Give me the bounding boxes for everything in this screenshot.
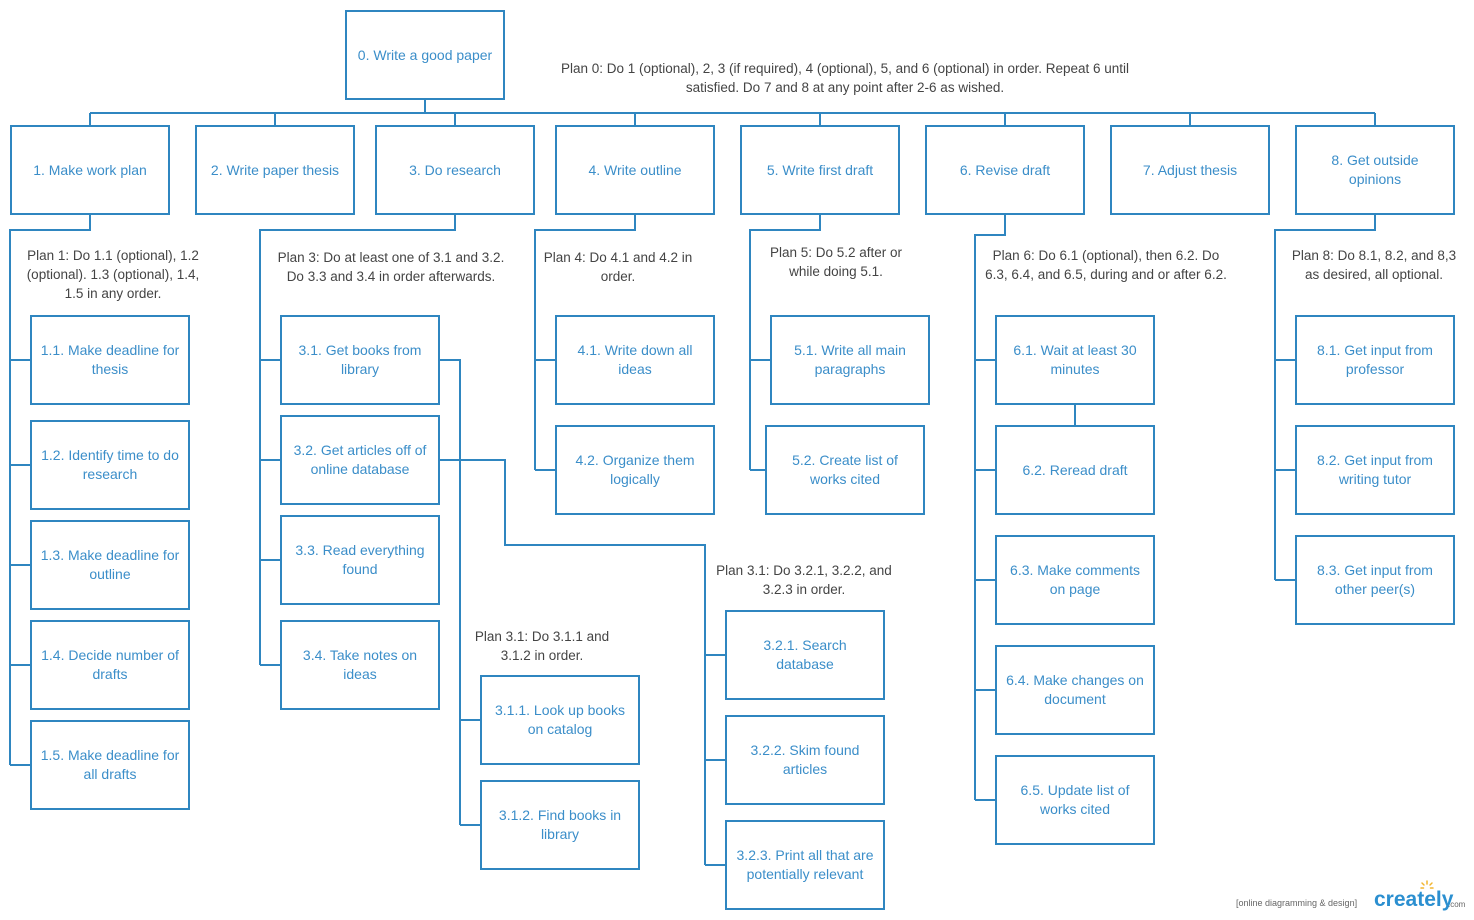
task-node-n3-1[interactable]: 3.1. Get books from library xyxy=(280,315,440,405)
task-node-n3-2[interactable]: 3.2. Get articles off of online database xyxy=(280,415,440,505)
task-node-n3-2-3[interactable]: 3.2.3. Print all that are potentially re… xyxy=(725,820,885,910)
task-node-n8-2[interactable]: 8.2. Get input from writing tutor xyxy=(1295,425,1455,515)
task-node-n8-3[interactable]: 8.3. Get input from other peer(s) xyxy=(1295,535,1455,625)
watermark-tagline: [online diagramming & design] xyxy=(1236,898,1358,908)
task-node-n3-2-1[interactable]: 3.2.1. Search database xyxy=(725,610,885,700)
plan-text-p3-1: Plan 3.1: Do 3.1.1 and 3.1.2 in order. xyxy=(474,629,610,663)
task-node-n1-5[interactable]: 1.5. Make deadline for all drafts xyxy=(30,720,190,810)
task-node-n1-1[interactable]: 1.1. Make deadline for thesis xyxy=(30,315,190,405)
plan-text-p4: Plan 4: Do 4.1 and 4.2 in order. xyxy=(543,250,693,284)
plan-text-p1: Plan 1: Do 1.1 (optional), 1.2 (optional… xyxy=(26,248,200,301)
task-node-n1-3[interactable]: 1.3. Make deadline for outline xyxy=(30,520,190,610)
task-node-n6-3[interactable]: 6.3. Make comments on page xyxy=(995,535,1155,625)
plan-text-p3: Plan 3: Do at least one of 3.1 and 3.2. … xyxy=(277,250,505,284)
task-node-n3-4[interactable]: 3.4. Take notes on ideas xyxy=(280,620,440,710)
task-node-n6[interactable]: 6. Revise draft xyxy=(925,125,1085,215)
task-node-n6-5[interactable]: 6.5. Update list of works cited xyxy=(995,755,1155,845)
creately-watermark: [online diagramming & design] creately .… xyxy=(1236,880,1468,916)
watermark-domain: .com xyxy=(1448,900,1466,909)
task-node-n5-2[interactable]: 5.2. Create list of works cited xyxy=(765,425,925,515)
plan-text-p8: Plan 8: Do 8.1, 8.2, and 8,3 as desired,… xyxy=(1291,248,1457,282)
plan-text-p5: Plan 5: Do 5.2 after or while doing 5.1. xyxy=(769,245,903,279)
plan-text-p6: Plan 6: Do 6.1 (optional), then 6.2. Do … xyxy=(985,248,1227,282)
plan-text-p3-2: Plan 3.1: Do 3.2.1, 3.2.2, and 3.2.3 in … xyxy=(716,563,892,597)
task-node-n4[interactable]: 4. Write outline xyxy=(555,125,715,215)
task-node-n0[interactable]: 0. Write a good paper xyxy=(345,10,505,100)
task-node-n5-1[interactable]: 5.1. Write all main paragraphs xyxy=(770,315,930,405)
plan-text-p0: Plan 0: Do 1 (optional), 2, 3 (if requir… xyxy=(560,61,1130,95)
task-node-n1-2[interactable]: 1.2. Identify time to do research xyxy=(30,420,190,510)
task-node-n8-1[interactable]: 8.1. Get input from professor xyxy=(1295,315,1455,405)
task-node-n6-2[interactable]: 6.2. Reread draft xyxy=(995,425,1155,515)
task-node-n5[interactable]: 5. Write first draft xyxy=(740,125,900,215)
task-node-n7[interactable]: 7. Adjust thesis xyxy=(1110,125,1270,215)
task-node-n1[interactable]: 1. Make work plan xyxy=(10,125,170,215)
task-node-n2[interactable]: 2. Write paper thesis xyxy=(195,125,355,215)
task-node-n3-3[interactable]: 3.3. Read everything found xyxy=(280,515,440,605)
task-node-n3-1-1[interactable]: 3.1.1. Look up books on catalog xyxy=(480,675,640,765)
task-node-n6-4[interactable]: 6.4. Make changes on document xyxy=(995,645,1155,735)
task-node-n4-1[interactable]: 4.1. Write down all ideas xyxy=(555,315,715,405)
task-node-n4-2[interactable]: 4.2. Organize them logically xyxy=(555,425,715,515)
task-node-n3-1-2[interactable]: 3.1.2. Find books in library xyxy=(480,780,640,870)
task-node-n1-4[interactable]: 1.4. Decide number of drafts xyxy=(30,620,190,710)
watermark-brand: creately xyxy=(1374,888,1454,911)
task-node-n6-1[interactable]: 6.1. Wait at least 30 minutes xyxy=(995,315,1155,405)
sun-icon xyxy=(1420,880,1434,889)
task-node-n3-2-2[interactable]: 3.2.2. Skim found articles xyxy=(725,715,885,805)
task-node-n8[interactable]: 8. Get outside opinions xyxy=(1295,125,1455,215)
task-node-n3[interactable]: 3. Do research xyxy=(375,125,535,215)
